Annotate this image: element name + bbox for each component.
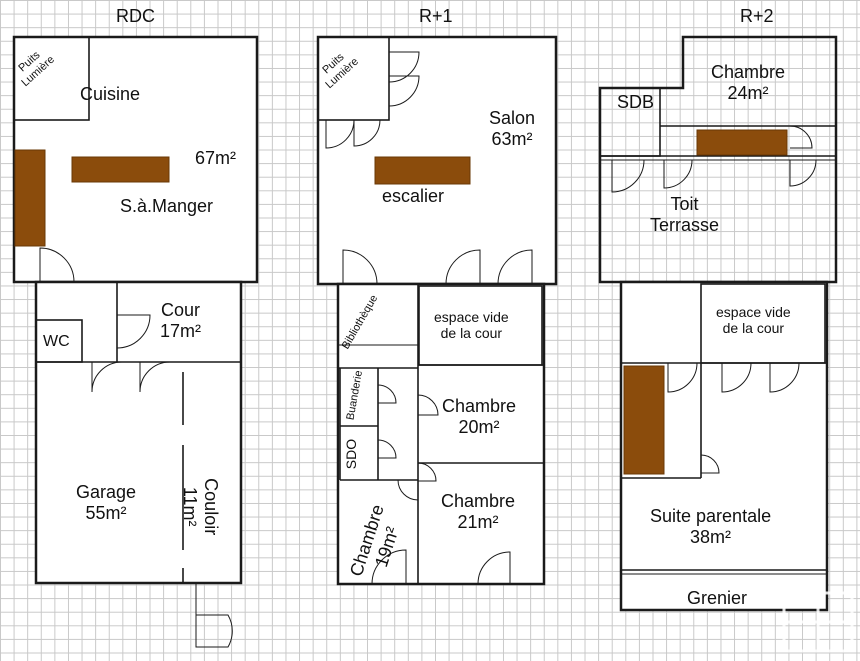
r1-door-3 xyxy=(497,249,533,285)
r1-chambre21-door-b xyxy=(477,551,511,585)
r2-suite-parentale-label: Suite parentale 38m² xyxy=(650,506,772,547)
r2-bed-furniture xyxy=(696,129,788,156)
r1-chambre20-label: Chambre 20m² xyxy=(442,396,517,437)
r2-title: R+2 xyxy=(740,6,774,26)
r1-escalier-furniture xyxy=(374,156,471,185)
watermark-logo-icon xyxy=(782,591,854,653)
rdc-garage-label: Garage 55m² xyxy=(76,482,137,523)
rdc-lower-block xyxy=(34,280,243,585)
rdc-buffet-furniture xyxy=(14,149,46,247)
rdc-wc-label: WC xyxy=(43,333,70,350)
r1-chambre20-door xyxy=(417,394,439,416)
r1-plan xyxy=(316,35,558,586)
rdc-couloir-label: Couloir 11m² xyxy=(180,478,222,536)
rdc-puits-lumiere-wall xyxy=(13,36,90,121)
r1-chambre19-door-b xyxy=(371,549,407,585)
r2-toit-terrasse-label: Toit Terrasse xyxy=(650,194,720,235)
r1-puits-door-4 xyxy=(353,119,381,147)
rdc-door-swing xyxy=(39,247,75,283)
rdc-plan xyxy=(12,35,259,648)
r2-door-8 xyxy=(700,454,720,474)
rdc-exit-door xyxy=(195,583,233,648)
r1-salon-label: Salon 63m² xyxy=(489,108,536,149)
r2-door-3 xyxy=(789,159,817,187)
r2-dressing-furniture xyxy=(623,365,665,475)
r1-buanderie-door xyxy=(377,384,397,404)
r1-chambre21-door-a xyxy=(417,462,437,482)
r2-door-1 xyxy=(611,159,645,193)
r1-puits-door-1 xyxy=(388,51,420,83)
r2-door-6 xyxy=(721,362,752,393)
r2-door-2 xyxy=(663,159,693,189)
r2-upper-block xyxy=(598,35,838,284)
r2-door-7 xyxy=(769,362,800,393)
r2-door-4 xyxy=(789,125,813,149)
rdc-cour-label: Cour 17m² xyxy=(160,300,202,341)
rdc-sejour-area-label: 67m² xyxy=(195,148,237,168)
r1-chambre19-door-a xyxy=(397,479,419,501)
rdc-table-furniture xyxy=(71,156,170,183)
r2-plan xyxy=(598,35,838,612)
r1-title: R+1 xyxy=(419,6,453,26)
r2-sdb-label: SDB xyxy=(617,92,655,112)
r1-escalier-label: escalier xyxy=(382,186,445,206)
rdc-garage-door-1 xyxy=(91,361,123,393)
rdc-salle-a-manger-label: S.à.Manger xyxy=(120,196,214,216)
rdc-garage-door-2 xyxy=(139,361,171,393)
r2-chambre24-label: Chambre 24m² xyxy=(711,62,786,103)
r1-chambre21-label: Chambre 21m² xyxy=(441,491,516,532)
rdc-cour-door xyxy=(116,314,151,349)
r1-door-1 xyxy=(342,249,378,285)
r1-sdo-door xyxy=(377,439,397,459)
r1-puits-door-2 xyxy=(388,75,420,107)
r1-espace-vide-label: espace vide de la cour xyxy=(434,309,509,342)
r2-grenier-label: Grenier xyxy=(687,588,748,608)
r1-door-2 xyxy=(445,249,481,285)
r1-sdo-label: SDO xyxy=(343,438,360,470)
rdc-title: RDC xyxy=(116,6,155,26)
r2-door-5 xyxy=(667,362,698,393)
r1-lower-block xyxy=(336,282,546,586)
r1-puits-door-3 xyxy=(325,119,355,149)
r2-espace-vide-label: espace vide de la cour xyxy=(716,304,791,337)
rdc-cuisine-label: Cuisine xyxy=(80,84,141,104)
